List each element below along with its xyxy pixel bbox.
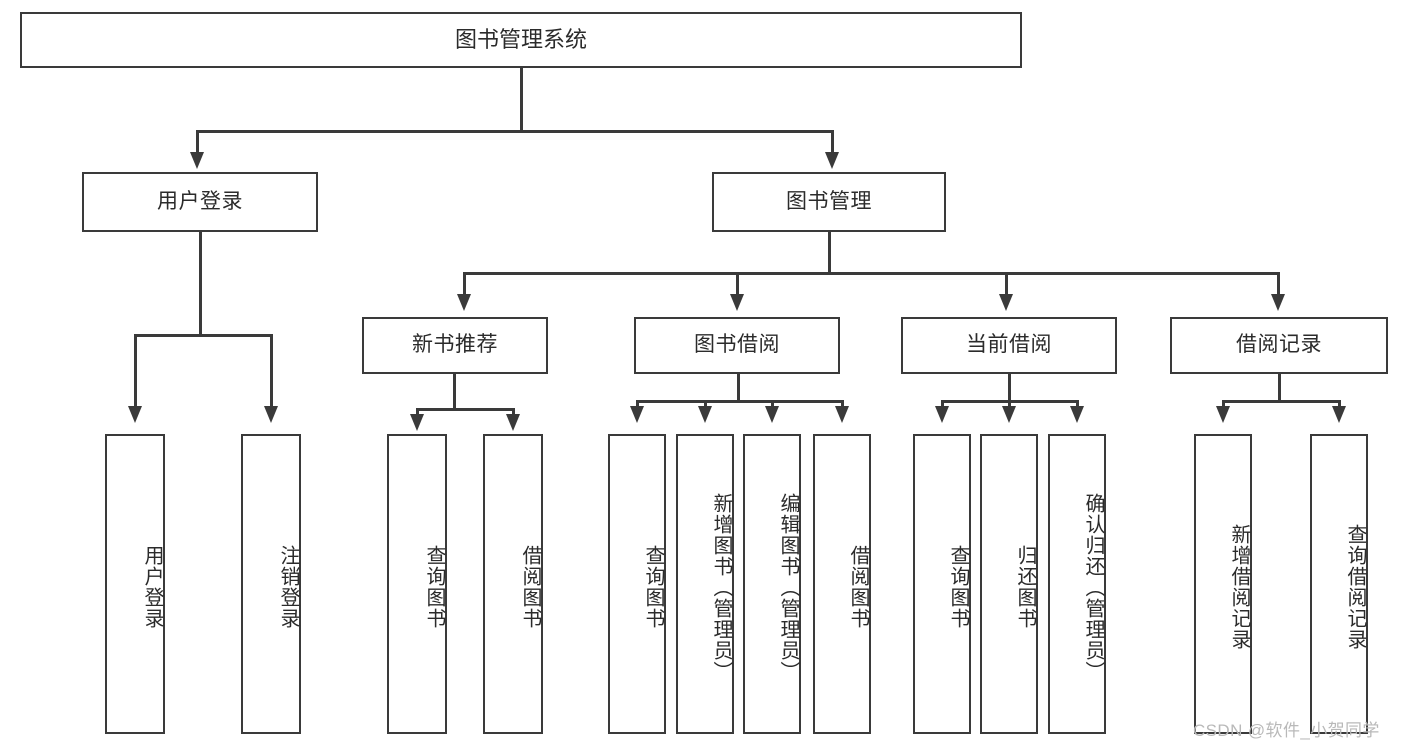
leaf-book-borrow-2-label: 编辑图书（管理员）	[777, 492, 799, 682]
edge-user-login-to-leaf-0	[134, 334, 137, 409]
edge-book-manage-to-l2-1	[736, 272, 739, 297]
node-root-system[interactable]: 图书管理系统	[20, 12, 1022, 68]
edge-bb-to-leaf-2	[771, 400, 774, 410]
arrow-bb-to-leaf-2	[765, 406, 779, 423]
leaf-book-borrow-3[interactable]: 借阅图书	[813, 434, 871, 734]
arrow-nbr-to-leaf-1	[506, 414, 520, 431]
leaf-user-login-0[interactable]: 用户登录	[105, 434, 165, 734]
arrow-cb-to-leaf-2	[1070, 406, 1084, 423]
arrow-root-to-user-login	[190, 152, 204, 169]
edge-cb-to-leaf-1	[1008, 400, 1011, 410]
leaf-book-borrow-3-label: 借阅图书	[847, 545, 869, 629]
edge-user-login-bus	[134, 334, 272, 337]
node-user-login[interactable]: 用户登录	[82, 172, 318, 232]
leaf-current-borrow-1-label: 归还图书	[1014, 545, 1036, 629]
edge-root-to-book-manage	[831, 130, 834, 156]
node-new-book-recommend[interactable]: 新书推荐	[362, 317, 548, 374]
arrow-cb-to-leaf-0	[935, 406, 949, 423]
edge-book-borrow-stem	[737, 374, 740, 402]
leaf-new-book-recommend-0[interactable]: 查询图书	[387, 434, 447, 734]
arrow-bb-to-leaf-1	[698, 406, 712, 423]
leaf-book-borrow-1[interactable]: 新增图书（管理员）	[676, 434, 734, 734]
node-current-borrow[interactable]: 当前借阅	[901, 317, 1117, 374]
edge-cb-to-leaf-2	[1076, 400, 1079, 410]
edge-bb-to-leaf-3	[841, 400, 844, 410]
node-book-borrow[interactable]: 图书借阅	[634, 317, 840, 374]
leaf-current-borrow-0[interactable]: 查询图书	[913, 434, 971, 734]
leaf-current-borrow-0-label: 查询图书	[947, 545, 969, 629]
arrow-book-manage-to-l2-2	[999, 294, 1013, 311]
edge-book-manage-to-l2-3	[1277, 272, 1280, 297]
edge-user-login-to-leaf-1	[270, 334, 273, 409]
leaf-new-book-recommend-1-label: 借阅图书	[519, 545, 541, 629]
node-new-book-recommend-label: 新书推荐	[412, 333, 498, 357]
arrow-cb-to-leaf-1	[1002, 406, 1016, 423]
leaf-user-login-0-label: 用户登录	[141, 545, 163, 629]
node-book-borrow-label: 图书借阅	[694, 333, 780, 357]
leaf-user-login-1[interactable]: 注销登录	[241, 434, 301, 734]
leaf-book-borrow-0[interactable]: 查询图书	[608, 434, 666, 734]
leaf-book-borrow-0-label: 查询图书	[642, 545, 664, 629]
edge-book-manage-stem	[828, 232, 831, 274]
leaf-book-borrow-1-label: 新增图书（管理员）	[710, 492, 732, 682]
watermark-text: CSDN @软件_小贺同学	[1193, 721, 1380, 740]
edge-root-bus	[196, 130, 834, 133]
arrow-book-manage-to-l2-3	[1271, 294, 1285, 311]
leaf-book-borrow-2[interactable]: 编辑图书（管理员）	[743, 434, 801, 734]
leaf-borrow-record-1-label: 查询借阅记录	[1344, 524, 1366, 650]
arrow-nbr-to-leaf-0	[410, 414, 424, 431]
edge-borrow-record-stem	[1278, 374, 1281, 402]
node-borrow-record[interactable]: 借阅记录	[1170, 317, 1388, 374]
edge-nbr-to-leaf-1	[512, 408, 515, 418]
node-borrow-record-label: 借阅记录	[1236, 333, 1322, 357]
leaf-current-borrow-1[interactable]: 归还图书	[980, 434, 1038, 734]
edge-borrow-record-bus	[1222, 400, 1338, 403]
edge-nbr-to-leaf-0	[416, 408, 419, 418]
leaf-borrow-record-0-label: 新增借阅记录	[1228, 524, 1250, 650]
arrow-br-to-leaf-1	[1332, 406, 1346, 423]
edge-book-manage-to-l2-0	[463, 272, 466, 297]
edge-new-book-recommend-stem	[453, 374, 456, 410]
edge-cb-to-leaf-0	[941, 400, 944, 410]
edge-current-borrow-stem	[1008, 374, 1011, 402]
edge-new-book-recommend-bus	[416, 408, 514, 411]
leaf-user-login-1-label: 注销登录	[277, 545, 299, 629]
node-book-manage[interactable]: 图书管理	[712, 172, 946, 232]
arrow-book-manage-to-l2-0	[457, 294, 471, 311]
arrow-user-login-to-leaf-0	[128, 406, 142, 423]
arrow-book-manage-to-l2-1	[730, 294, 744, 311]
edge-user-login-stem	[199, 232, 202, 336]
leaf-new-book-recommend-0-label: 查询图书	[423, 545, 445, 629]
leaf-current-borrow-2[interactable]: 确认归还（管理员）	[1048, 434, 1106, 734]
node-root-system-label: 图书管理系统	[454, 27, 587, 53]
edge-book-borrow-bus	[636, 400, 843, 403]
edge-br-to-leaf-0	[1222, 400, 1225, 410]
edge-book-manage-bus	[463, 272, 1280, 275]
edge-br-to-leaf-1	[1338, 400, 1341, 410]
leaf-current-borrow-2-label: 确认归还（管理员）	[1082, 492, 1104, 682]
edge-bb-to-leaf-0	[636, 400, 639, 410]
arrow-br-to-leaf-0	[1216, 406, 1230, 423]
arrow-bb-to-leaf-0	[630, 406, 644, 423]
node-user-login-label: 用户登录	[157, 189, 243, 213]
arrow-root-to-book-manage	[825, 152, 839, 169]
node-book-manage-label: 图书管理	[786, 189, 872, 213]
arrow-user-login-to-leaf-1	[264, 406, 278, 423]
edge-bb-to-leaf-1	[704, 400, 707, 410]
leaf-new-book-recommend-1[interactable]: 借阅图书	[483, 434, 543, 734]
edge-book-manage-to-l2-2	[1005, 272, 1008, 297]
leaf-borrow-record-0[interactable]: 新增借阅记录	[1194, 434, 1252, 734]
edge-root-to-user-login	[196, 130, 199, 156]
node-current-borrow-label: 当前借阅	[966, 333, 1052, 357]
arrow-bb-to-leaf-3	[835, 406, 849, 423]
leaf-borrow-record-1[interactable]: 查询借阅记录	[1310, 434, 1368, 734]
edge-root-stem	[520, 68, 523, 132]
